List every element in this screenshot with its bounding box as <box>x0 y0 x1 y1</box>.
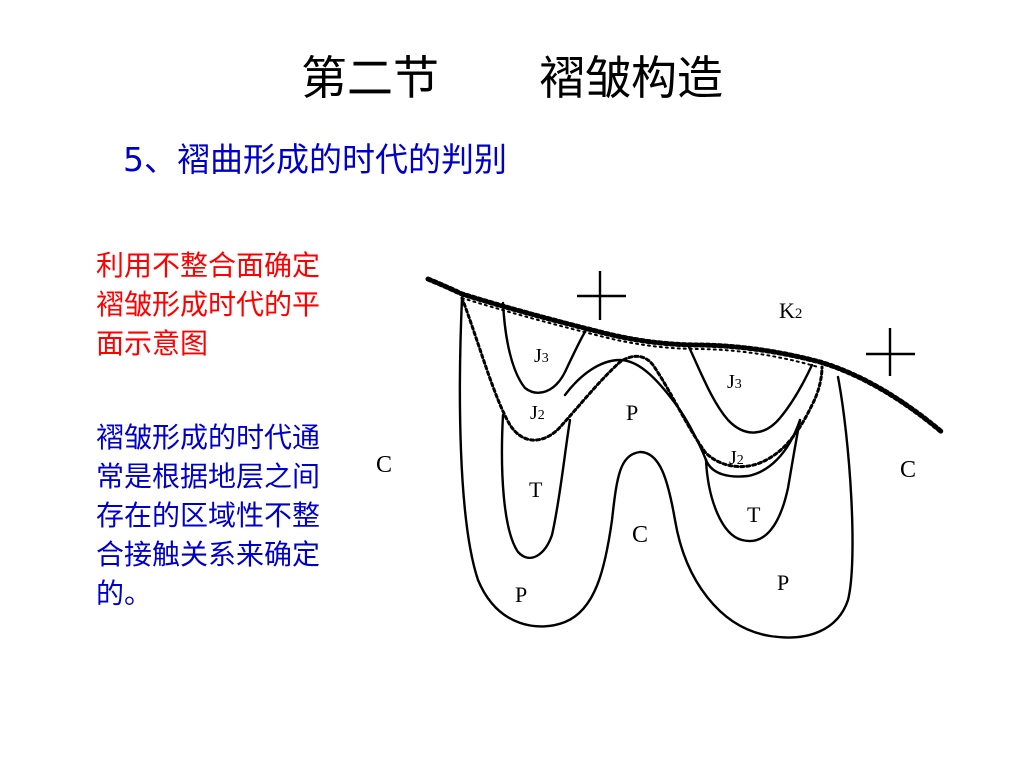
unconformity-surface <box>425 276 946 436</box>
label-k2: K2 <box>779 298 802 323</box>
anticline-p-core <box>563 358 708 462</box>
left-syncline-j3-contact <box>501 301 588 394</box>
label-p-center: P <box>626 400 638 425</box>
page-title: 第二节 褶皱构造 <box>0 48 1024 108</box>
label-t-right: T <box>747 502 761 527</box>
label-p-right: P <box>777 570 789 595</box>
title-topic: 褶皱构造 <box>539 51 723 105</box>
right-syncline-j2-contact <box>704 418 802 478</box>
cross-symbol-left <box>577 271 626 320</box>
label-c-left: C <box>376 452 392 478</box>
explanation-note: 褶皱形成的时代通常是根据地层之间存在的区域性不整合接触关系来确定的。 <box>96 421 321 610</box>
label-c-right: C <box>900 457 916 483</box>
left-syncline-pt-contact <box>500 413 572 559</box>
right-syncline-j3-contact <box>686 343 814 434</box>
label-j2-left: J2 <box>530 402 545 424</box>
right-syncline-pt-contact <box>704 418 802 543</box>
label-j3-left: J3 <box>534 345 549 367</box>
label-p-left: P <box>515 582 527 607</box>
label-c-center: C <box>632 522 648 548</box>
label-j3-right: J3 <box>727 371 742 393</box>
subtitle: 5、褶曲形成的时代的判别 <box>123 140 507 179</box>
outer-fold-boundary <box>458 296 854 639</box>
label-j2-right: J2 <box>729 447 744 469</box>
title-section: 第二节 <box>301 51 439 105</box>
label-t-left: T <box>529 477 543 502</box>
diagram-caption: 利用不整合面确定褶皱形成时代的平面示意图 <box>96 249 321 360</box>
left-syncline-j2-contact <box>460 296 824 469</box>
unconformity-surface-lower <box>461 297 819 368</box>
cross-symbol-right <box>866 328 915 376</box>
